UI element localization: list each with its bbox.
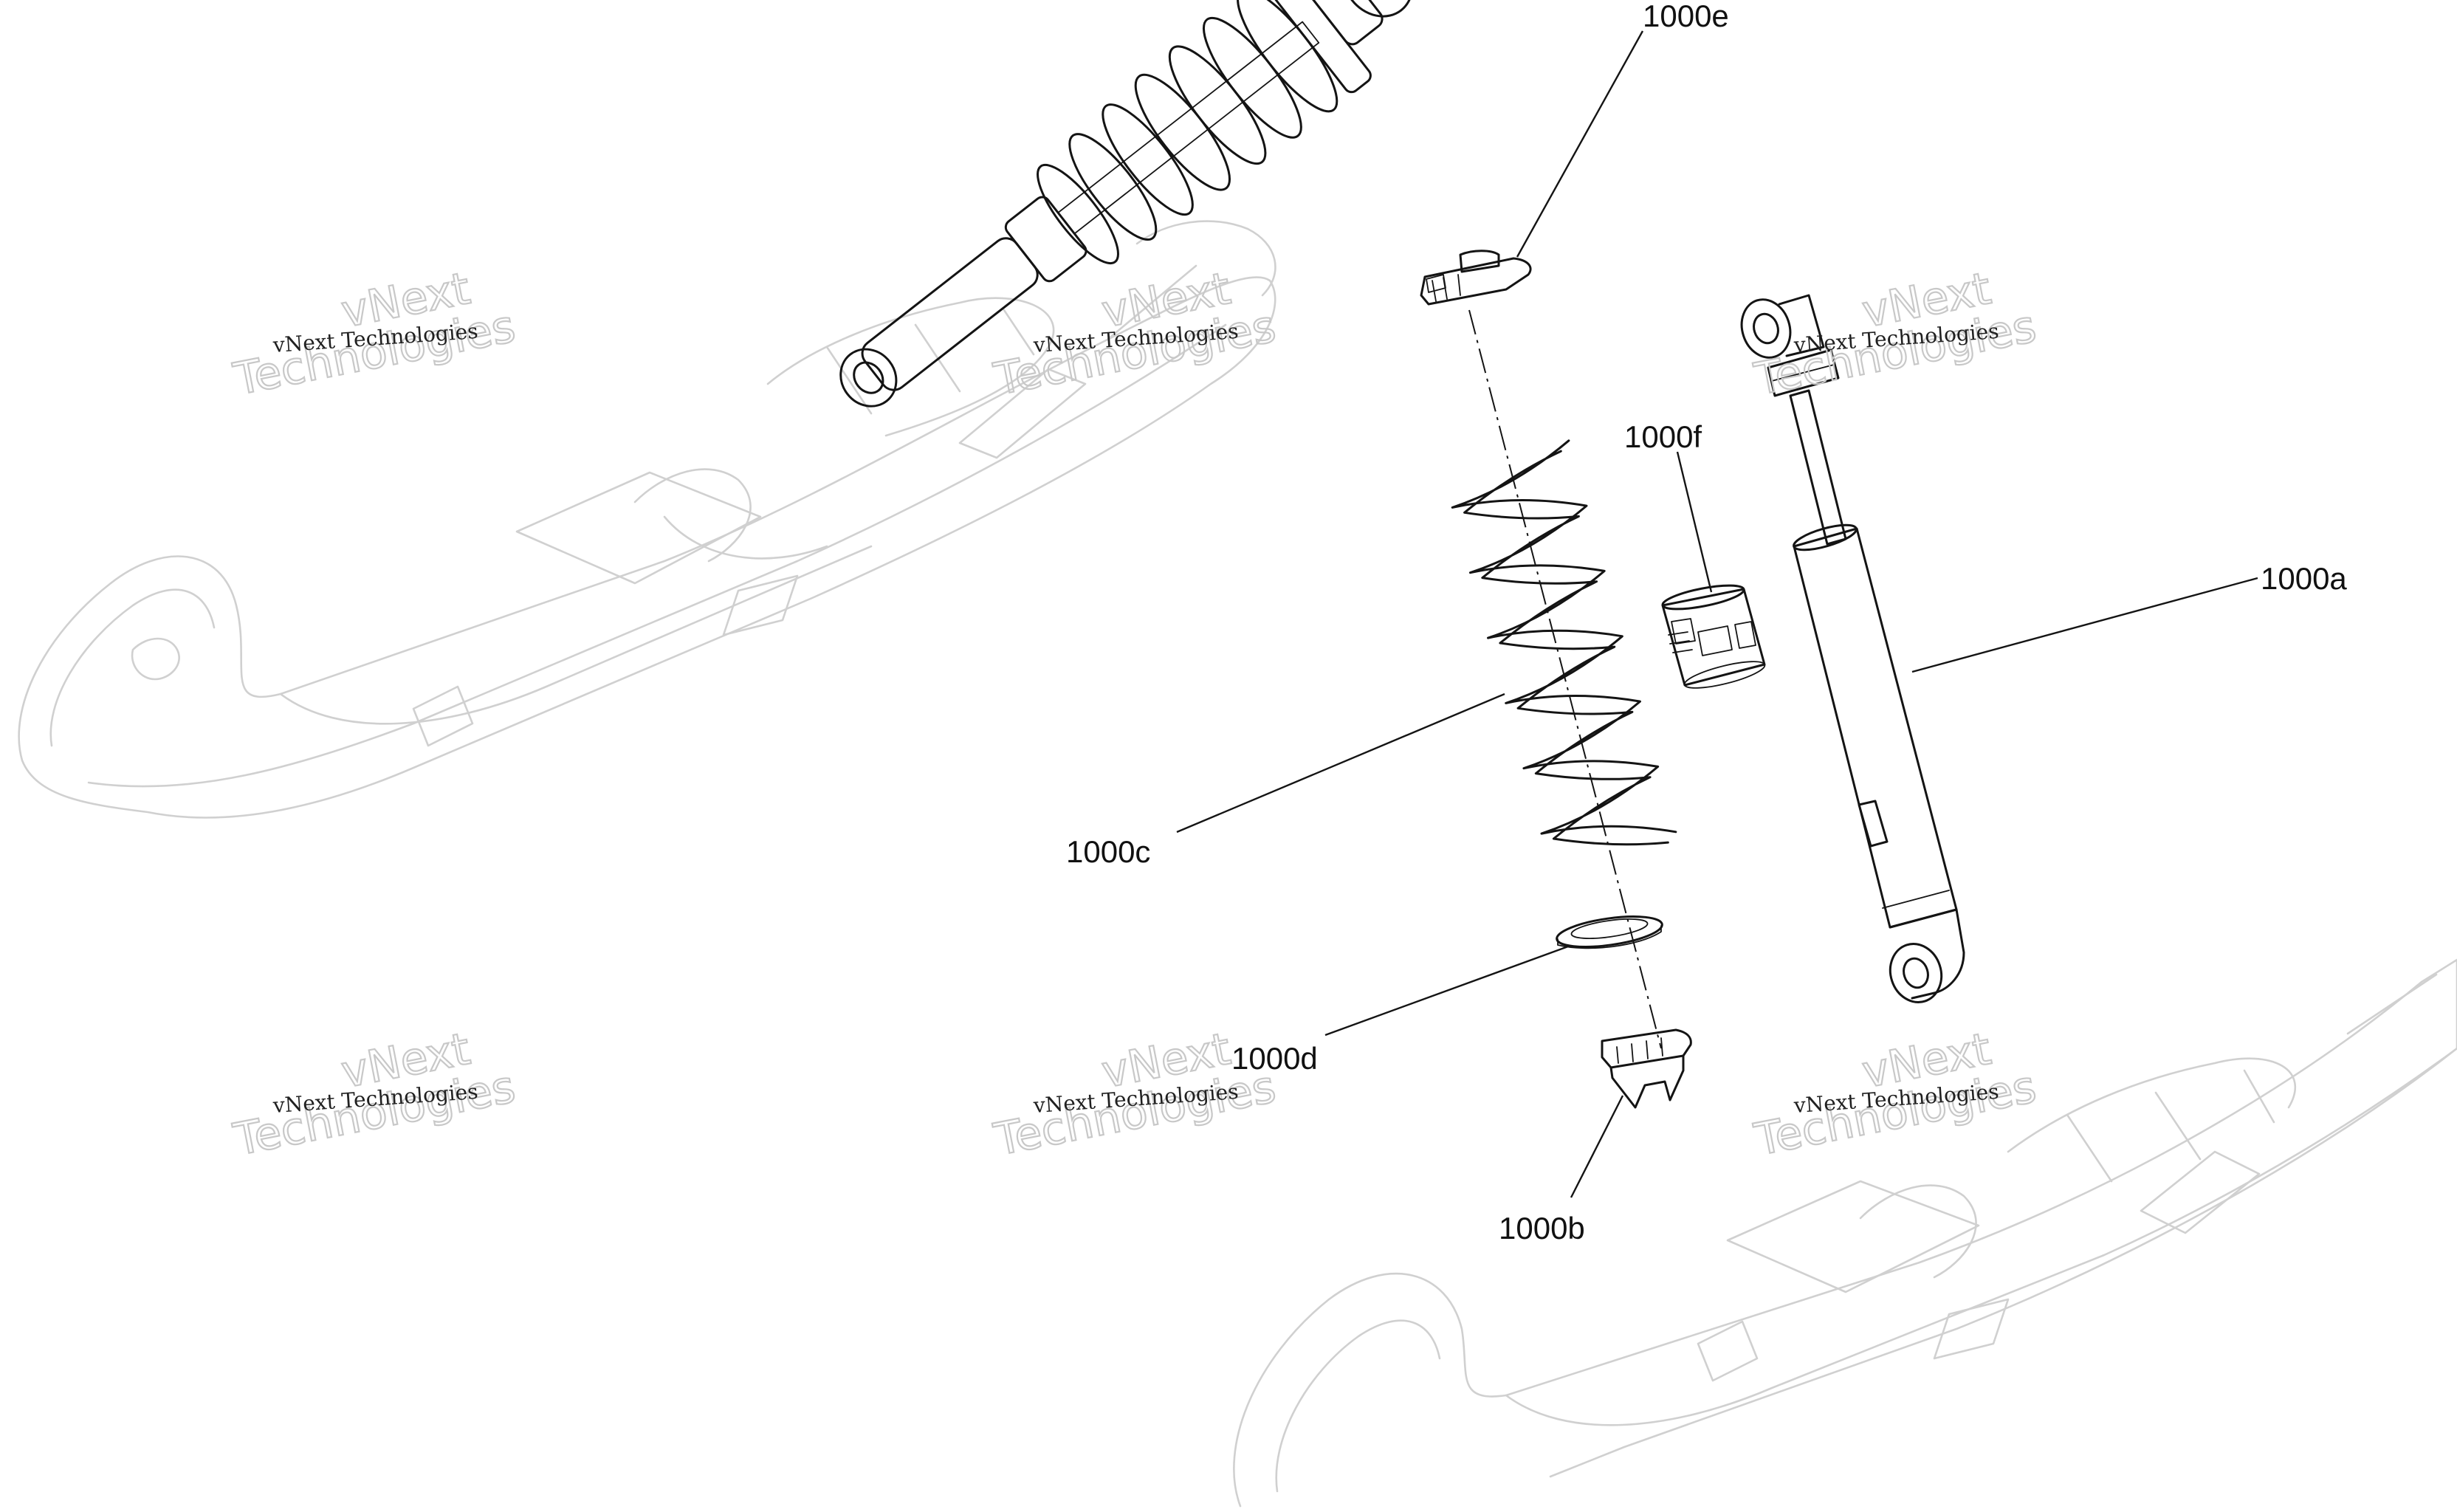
leader-line-1000f (1676, 451, 1713, 593)
watermark-6: vNext Technologies vNext Technologies (1750, 1023, 2041, 1167)
callout-label-1000e: 1000e (1643, 0, 1729, 33)
callout-label-1000c: 1000c (1066, 834, 1150, 869)
leader-line-1000c (1176, 693, 1505, 834)
ghost-ski-right (1233, 958, 2457, 1508)
spring-seat-ring (1556, 915, 1663, 949)
callout-label-1000a: 1000a (2261, 561, 2347, 596)
watermark-4: vNext Technologies vNext Technologies (229, 1023, 520, 1167)
coil-spring (1451, 439, 1677, 846)
watermark-3: vNext Technologies vNext Technologies (1750, 262, 2041, 407)
watermark-5: vNext Technologies vNext Technologies (989, 1023, 1281, 1167)
assembled-shock-illustration (839, 0, 1414, 408)
leader-lines (1176, 30, 2258, 1198)
watermark-1: vNext Technologies vNext Technologies (229, 262, 520, 407)
assembly-axis-line (1468, 309, 1662, 1049)
watermark-2: vNext Technologies vNext Technologies (989, 262, 1281, 407)
leader-line-1000d (1324, 945, 1569, 1037)
callout-label-1000f: 1000f (1624, 419, 1702, 454)
top-spring-retainer (1420, 250, 1532, 306)
leader-line-1000a (1911, 577, 2258, 673)
callout-label-1000b: 1000b (1499, 1211, 1585, 1245)
shock-absorber (1740, 294, 1965, 1003)
leader-line-1000b (1570, 1095, 1624, 1198)
callout-label-1000d: 1000d (1231, 1041, 1318, 1076)
ghost-ski-left (18, 220, 1276, 819)
bottom-spring-retainer (1601, 1028, 1692, 1109)
adjuster-sleeve (1661, 584, 1766, 689)
leader-line-1000e (1516, 30, 1644, 258)
